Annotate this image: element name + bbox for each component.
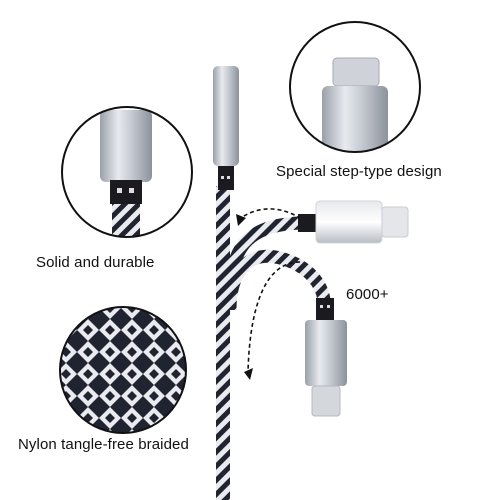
zoom-circle-connector-neck: [61, 106, 193, 238]
solid-durable-label: Solid and durable: [36, 254, 155, 271]
bend-count-label: 6000+: [346, 286, 389, 303]
arrow-head-icon: [236, 214, 253, 380]
zoom-circle-step-design: [289, 21, 421, 153]
main-cable: [213, 66, 239, 500]
zoom-circle-braided-nylon: [59, 306, 187, 434]
curved-cable-vertical: [223, 249, 347, 417]
step-type-label: Special step-type design: [276, 163, 442, 180]
nylon-braided-label: Nylon tangle-free braided: [18, 436, 189, 453]
dashed-curved-arrow-icon: [237, 208, 301, 373]
